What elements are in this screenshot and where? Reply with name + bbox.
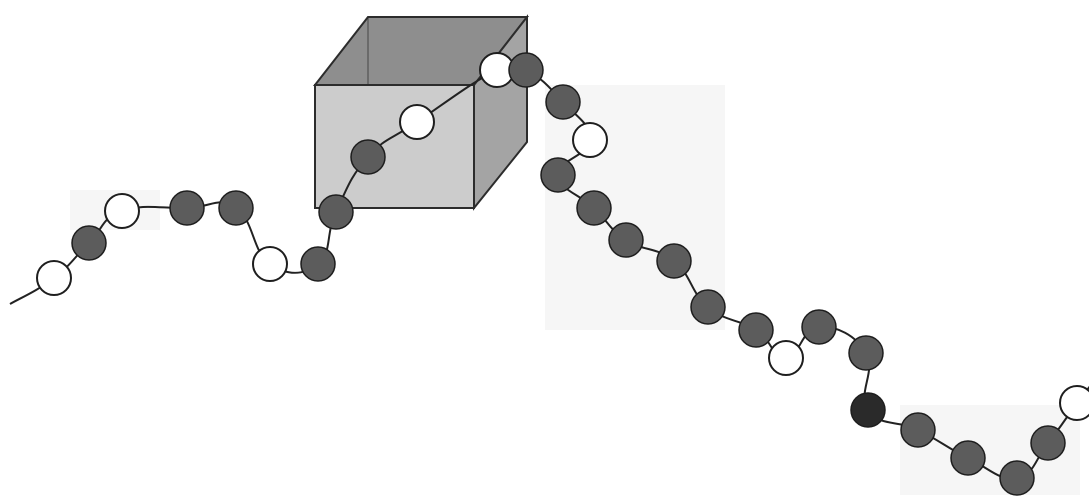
box-front-face <box>315 85 474 208</box>
filled-bead-5 <box>219 191 253 225</box>
filled-bead-26 <box>951 441 985 475</box>
filled-bead-17 <box>609 223 643 257</box>
filled-bead-2 <box>72 226 106 260</box>
filled-bead-4 <box>170 191 204 225</box>
hollow-bead-1 <box>37 261 71 295</box>
filled-bead-27 <box>1000 461 1034 495</box>
filled-bead-9 <box>351 140 385 174</box>
hollow-bead-10 <box>400 105 434 139</box>
filled-bead-18 <box>657 244 691 278</box>
filled-bead-23 <box>849 336 883 370</box>
filled-bead-20 <box>739 313 773 347</box>
dark-bead-24 <box>851 393 885 427</box>
filled-bead-16 <box>577 191 611 225</box>
filled-bead-25 <box>901 413 935 447</box>
filled-bead-12 <box>509 53 543 87</box>
hollow-bead-6 <box>253 247 287 281</box>
filled-bead-8 <box>319 195 353 229</box>
filled-bead-19 <box>691 290 725 324</box>
hollow-bead-14 <box>573 123 607 157</box>
filled-bead-13 <box>546 85 580 119</box>
filled-bead-7 <box>301 247 335 281</box>
filled-bead-22 <box>802 310 836 344</box>
filled-bead-28 <box>1031 426 1065 460</box>
hollow-bead-3 <box>105 194 139 228</box>
hollow-bead-29 <box>1060 386 1089 420</box>
hollow-bead-21 <box>769 341 803 375</box>
filled-bead-15 <box>541 158 575 192</box>
